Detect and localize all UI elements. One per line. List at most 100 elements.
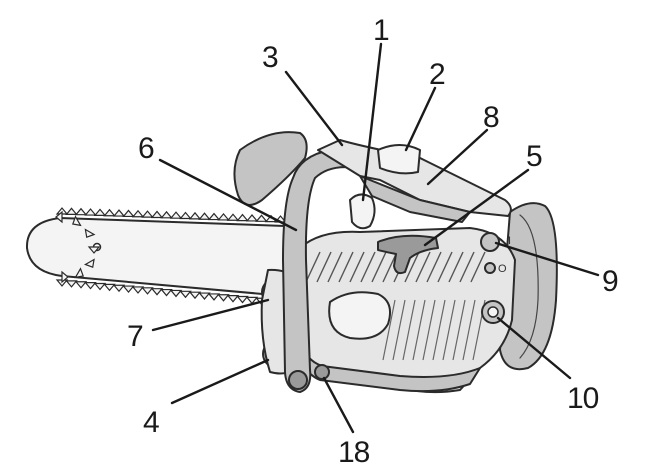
chain-tooth [141, 210, 154, 218]
chain-tooth [150, 288, 164, 296]
grille-fin [432, 299, 446, 361]
chain-tooth [93, 208, 107, 216]
grille-fin [392, 299, 406, 361]
grille-fin [452, 299, 466, 361]
callout-numbers: 1 2 3 4 5 6 7 8 9 10 18 [127, 14, 619, 469]
grille-fin [316, 251, 332, 283]
chain-tooth [207, 293, 221, 301]
guide-bar-and-chain [25, 207, 287, 307]
top-handle-grip [359, 175, 471, 223]
chain-tooth [65, 280, 78, 288]
choke-knob [480, 232, 500, 252]
leader-7 [151, 298, 270, 332]
chain-tooth [236, 213, 249, 222]
leader-4 [170, 358, 270, 405]
chain-tooth [103, 283, 116, 292]
callout-8: 8 [483, 101, 499, 134]
leader-2 [404, 86, 437, 152]
chain-tooth [112, 209, 126, 217]
chain-tooth [226, 295, 240, 303]
chain-tooth [71, 215, 82, 227]
grille-fin [426, 251, 442, 283]
guide-bar [25, 217, 286, 297]
chain-tooth [169, 289, 183, 298]
chain-tooth [131, 286, 145, 294]
top-handle [317, 139, 512, 217]
chain-tooth [245, 296, 259, 305]
chain-tooth [141, 287, 154, 295]
callout-1: 1 [373, 14, 389, 47]
chain-tooth [103, 208, 116, 217]
chain-tooth [74, 267, 85, 279]
grille-fin [305, 251, 321, 283]
grille-fin [349, 251, 365, 283]
chain-tooth [83, 258, 95, 269]
chain-tooth [93, 282, 107, 291]
fuel-tank-cap [377, 144, 421, 175]
spark-plug-cap-inner [487, 306, 499, 318]
chain-tooth [198, 292, 211, 300]
saw-chain [55, 207, 287, 307]
grille-fin [422, 299, 436, 361]
chain-tooth [217, 294, 230, 302]
chain-tooth [169, 211, 183, 219]
chain-tooth [217, 212, 230, 221]
chain-tooth [74, 281, 88, 289]
grille-fin [412, 299, 426, 361]
grille-fin [382, 299, 396, 361]
chain-tooth [84, 282, 97, 290]
chain-tooth [55, 210, 63, 224]
chain-tooth [160, 210, 173, 219]
grille-fin [462, 299, 476, 361]
leader-9 [494, 241, 600, 277]
switch-stop-mark: O [498, 263, 507, 275]
chain-tooth [226, 213, 240, 221]
callout-18: 18 [338, 436, 370, 469]
callout-5: 5 [526, 140, 542, 173]
chain-tooth [198, 212, 211, 220]
chain-tooth [207, 212, 221, 221]
chain-tooth [131, 209, 145, 218]
leader-8 [426, 128, 489, 186]
callout-6: 6 [138, 132, 154, 165]
leader-1 [361, 42, 383, 202]
callout-4: 4 [143, 406, 159, 439]
leader-3 [284, 70, 344, 147]
chain-tooth [160, 288, 173, 297]
lower-housing [295, 339, 481, 393]
hand-guard [233, 131, 308, 206]
leader-18 [322, 376, 355, 434]
stop-switch-lever [377, 234, 439, 275]
chain-tooth [84, 208, 97, 216]
grille-fin [448, 251, 464, 283]
cylinder-cover-grille [305, 251, 486, 361]
grille-fin [415, 251, 431, 283]
grille-fin [404, 251, 420, 283]
grille-fin [360, 251, 376, 283]
chain-tooth [122, 209, 135, 218]
chain-tooth [61, 270, 69, 284]
chain-tooth [236, 295, 249, 304]
primer-bulb-small [484, 262, 496, 274]
chain-tooth [255, 214, 268, 222]
grille-fin [402, 299, 416, 361]
grille-fin [442, 299, 456, 361]
callout-3: 3 [262, 41, 278, 74]
grille-fin [338, 251, 354, 283]
leader-6 [158, 158, 298, 232]
air-filter-window [328, 291, 391, 340]
bottom-bolt [314, 364, 330, 380]
grille-fin [470, 251, 486, 283]
rear-handle [499, 202, 558, 371]
chain-tooth [150, 210, 164, 219]
chain-tooth [112, 284, 126, 293]
leader-10 [496, 316, 572, 380]
chain-tooth [84, 228, 96, 239]
callout-10: 10 [567, 382, 599, 415]
callout-2: 2 [429, 58, 445, 91]
chain-tooth [122, 285, 135, 294]
chain-tooth [74, 207, 88, 216]
callout-7: 7 [127, 320, 143, 353]
chain-tooth [179, 290, 192, 299]
